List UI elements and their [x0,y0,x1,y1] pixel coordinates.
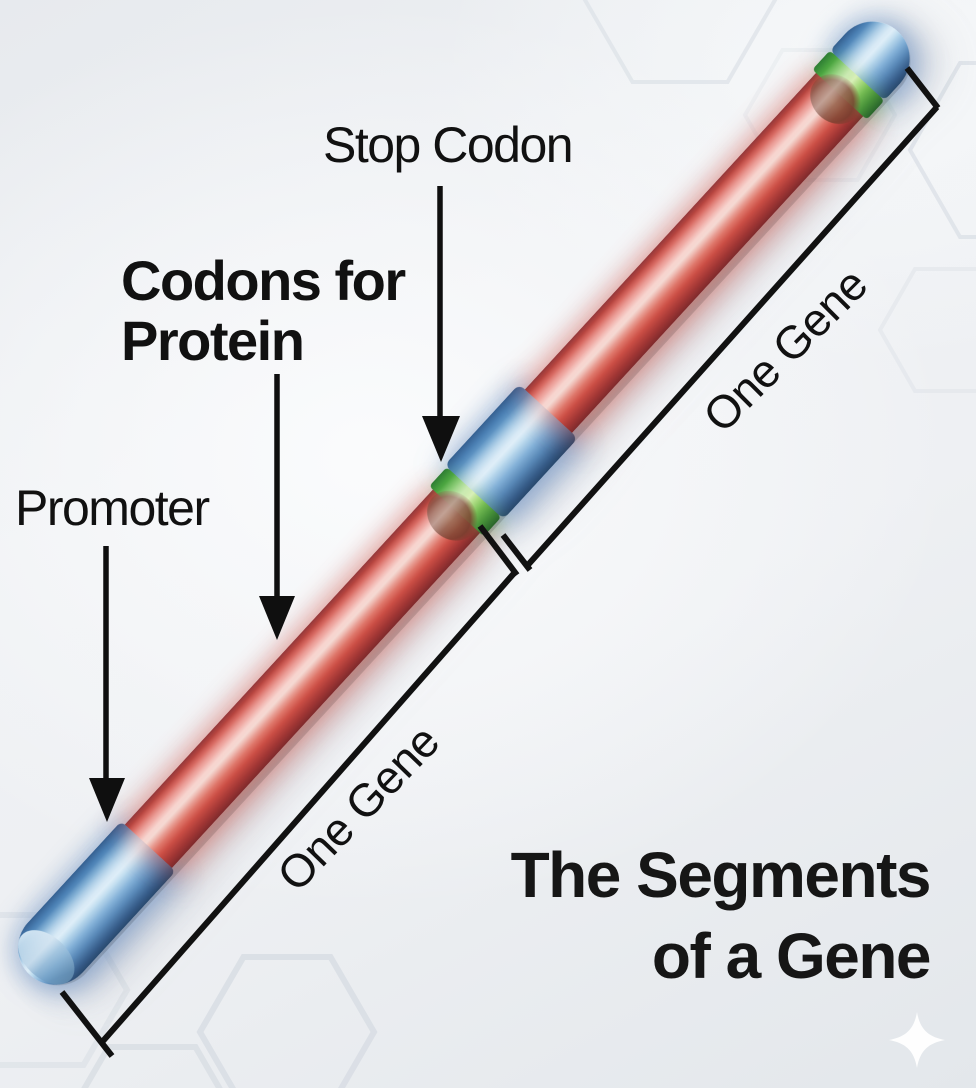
sparkle-icon [889,1012,945,1068]
gene2-bracket-tick-start [500,533,533,572]
gene1-bracket-tick-start [59,990,115,1058]
hexagon-icon [81,1044,223,1088]
page-title: The Segments of a Gene [510,835,932,997]
title-line1: The Segments [510,839,932,911]
codons-label-line2: Protein [121,309,305,372]
hexagon-icon [196,954,378,1088]
one-gene-label-2: One Gene [692,257,878,443]
tube-opening-top [800,63,871,135]
segment-codons-gene1 [124,489,480,868]
segment-stop-codon-gene2 [812,50,885,120]
segment-blue-middle [444,384,578,520]
promoter-arrowhead-icon [89,778,125,822]
codons-label-line1: Codons for [121,249,406,312]
hexagon-icon [582,0,778,84]
segment-stop-codon-gene1 [429,467,502,537]
title-line2: of a Gene [651,920,932,992]
stop-codon-label: Stop Codon [323,117,574,173]
segment-blue-end-cap [829,6,925,101]
hexagon-icon [907,61,976,239]
segment-promoter-gene1 [2,821,176,1001]
promoter-label: Promoter [15,480,210,536]
hexagon-icon [877,267,976,393]
segment-codons-gene2 [524,72,864,433]
codons-for-protein-label: Codons for Protein [121,249,406,372]
tube-opening-mid [416,480,488,551]
